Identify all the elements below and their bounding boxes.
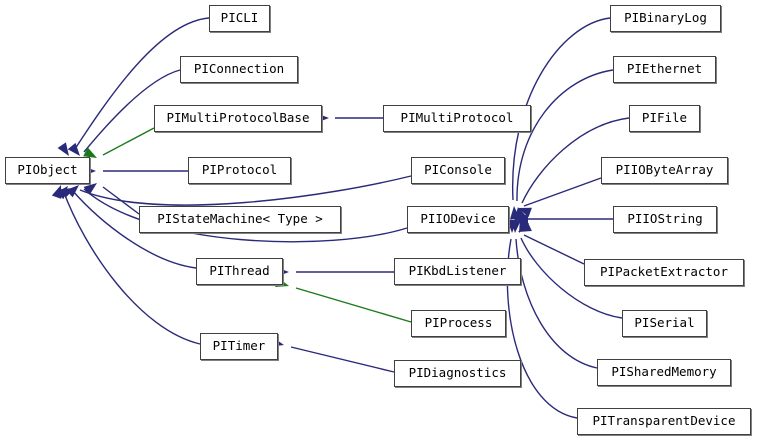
edge-e-pidiag: [270, 337, 395, 373]
arrowhead: [51, 185, 62, 199]
edge-e-picli: [57, 17, 210, 156]
arrowhead: [518, 207, 532, 218]
class-node-pidiagnostics[interactable]: PIDiagnostics: [394, 360, 521, 387]
class-node-piobject[interactable]: PIObject: [5, 157, 90, 184]
edge-e-piiostr: [515, 214, 613, 224]
edge-e-pishared: [510, 219, 598, 369]
class-node-pifile[interactable]: PIFile: [629, 105, 700, 132]
class-node-pimultiprotocolbase[interactable]: PIMultiProtocolBase: [154, 105, 322, 132]
class-node-label: PITimer: [212, 338, 266, 354]
edge-e-pipacket: [518, 221, 585, 265]
class-node-label: PIProcess: [424, 315, 493, 331]
edge-e-pimpb: [83, 127, 155, 158]
class-node-label: PIEthernet: [626, 61, 703, 77]
class-node-piprotocol[interactable]: PIProtocol: [188, 157, 291, 184]
class-node-label: PISharedMemory: [611, 364, 717, 380]
arrowhead: [518, 208, 529, 222]
arrowhead: [509, 206, 520, 220]
class-node-piconsole[interactable]: PIConsole: [411, 157, 505, 184]
class-node-label: PIDiagnostics: [408, 365, 507, 381]
class-node-piprocess[interactable]: PIProcess: [411, 310, 506, 337]
class-node-label: PIPacketExtractor: [600, 264, 728, 280]
class-node-pimultiprotocol[interactable]: PIMultiProtocol: [383, 105, 531, 132]
edge-e-piether: [514, 69, 614, 221]
arrowhead: [510, 219, 521, 233]
edge-e-piiobyte: [518, 177, 602, 218]
arrowhead: [519, 219, 530, 233]
arrowhead: [514, 207, 525, 221]
arrowhead: [61, 188, 75, 199]
edge-e-pikbd: [276, 267, 394, 277]
class-node-pithread[interactable]: PIThread: [196, 258, 283, 285]
arrowhead: [515, 214, 528, 224]
class-node-picli[interactable]: PICLI: [209, 5, 270, 32]
class-node-label: PIIOByteArray: [615, 162, 714, 178]
class-node-pibinarylog[interactable]: PIBinaryLog: [610, 5, 721, 32]
edge-e-piproto: [83, 166, 188, 176]
class-node-label: PIMultiProtocolBase: [166, 110, 310, 126]
edge-e-pism: [83, 183, 140, 215]
edge-e-piproc: [275, 277, 412, 323]
class-node-pitimer[interactable]: PITimer: [200, 333, 278, 360]
class-node-label: PICLI: [220, 10, 259, 26]
class-node-label: PIMultiProtocol: [400, 110, 514, 126]
class-node-label: PIIOString: [627, 211, 703, 227]
class-node-label: PIStateMachine< Type >: [157, 211, 323, 227]
edge-e-pitrans: [506, 219, 578, 419]
class-node-piethernet[interactable]: PIEthernet: [613, 56, 716, 83]
edge-e-pimp: [316, 113, 383, 123]
arrowhead: [518, 221, 532, 232]
arrowhead: [55, 186, 68, 200]
class-node-label: PIFile: [641, 110, 688, 126]
class-node-piiodevice[interactable]: PIIODevice: [407, 206, 509, 233]
class-node-piconnection[interactable]: PIConnection: [180, 56, 298, 83]
class-node-piiostring[interactable]: PIIOString: [613, 206, 717, 233]
class-node-label: PIProtocol: [201, 162, 278, 178]
class-node-pipacketextractor[interactable]: PIPacketExtractor: [584, 259, 744, 286]
class-node-pitransparentdevice[interactable]: PITransparentDevice: [577, 408, 751, 435]
class-node-label: PIObject: [17, 162, 78, 178]
class-node-label: PIConnection: [193, 61, 285, 77]
class-node-label: PIThread: [209, 263, 270, 279]
class-node-label: PITransparentDevice: [592, 413, 736, 429]
class-node-piiobytearray[interactable]: PIIOByteArray: [601, 157, 728, 184]
class-node-label: PIKbdListener: [408, 263, 507, 279]
class-node-pikbdlistener[interactable]: PIKbdListener: [394, 258, 521, 285]
class-node-pisharedmemory[interactable]: PISharedMemory: [597, 359, 731, 386]
class-node-label: PIIODevice: [420, 211, 496, 227]
class-node-piserial[interactable]: PISerial: [622, 310, 707, 337]
class-node-pistatemachine[interactable]: PIStateMachine< Type >: [139, 206, 341, 233]
class-node-label: PIBinaryLog: [624, 10, 707, 26]
class-node-label: PISerial: [634, 315, 695, 331]
class-node-label: PIConsole: [424, 162, 492, 178]
